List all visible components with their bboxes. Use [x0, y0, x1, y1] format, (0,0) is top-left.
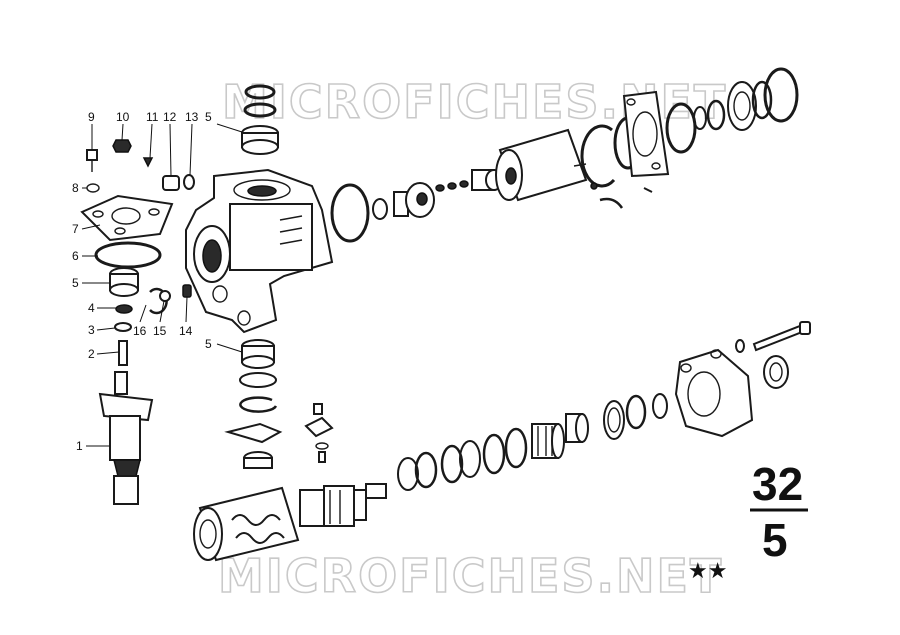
part-oring-lower-4 — [459, 440, 481, 478]
callout-5-mid: 5 — [205, 337, 212, 351]
part-9-bolt — [86, 149, 98, 172]
callout-labels: 9 10 11 12 13 5 8 7 6 5 4 3 2 1 16 15 14… — [72, 110, 212, 453]
part-long-bolt — [752, 321, 811, 352]
part-lockplate — [224, 422, 283, 444]
part-2-pin — [118, 340, 128, 366]
callout-3: 3 — [88, 323, 95, 337]
part-13-ring — [183, 174, 195, 190]
part-5-bearing-mid — [241, 339, 275, 369]
callout-7: 7 — [72, 222, 79, 236]
part-top-ring-2 — [243, 102, 277, 118]
part-4-clip — [115, 304, 133, 314]
part-15-nipple — [159, 290, 171, 302]
part-needle-bearing — [531, 423, 565, 459]
part-oring-lower-5 — [482, 433, 506, 475]
part-bearing-upper — [727, 81, 757, 131]
callout-13: 13 — [185, 110, 199, 124]
part-8-washer — [86, 183, 100, 193]
part-end-cover-lower — [674, 348, 754, 438]
callout-10: 10 — [116, 110, 130, 124]
part-1-sector-shaft — [98, 371, 154, 505]
part-11-screw — [142, 157, 154, 168]
part-washer-lower — [735, 339, 745, 353]
callout-15: 15 — [153, 324, 167, 338]
callout-11: 11 — [146, 110, 159, 124]
group-number-top: 32 — [752, 458, 803, 510]
part-oring-lower-1 — [397, 457, 419, 491]
part-valve-nut — [393, 182, 435, 218]
part-oring-lower-2 — [414, 451, 438, 489]
part-ring-c2 — [706, 99, 726, 131]
callout-4: 4 — [88, 301, 95, 315]
part-snapring-mid — [239, 396, 278, 413]
part-14-stud — [182, 284, 192, 298]
part-piston-lower — [193, 486, 300, 562]
callout-16: 16 — [133, 324, 147, 338]
part-12-plug — [162, 175, 180, 191]
callout-6: 6 — [72, 249, 79, 263]
steering-housing — [185, 168, 334, 334]
group-number-bottom: 5 — [762, 514, 788, 566]
part-oring-e — [763, 67, 799, 123]
callout-1: 1 — [76, 439, 83, 453]
part-ring-lower-8 — [652, 393, 668, 419]
callout-2: 2 — [88, 347, 95, 361]
part-washer-a — [372, 198, 388, 220]
callout-5-left: 5 — [72, 276, 79, 290]
part-seal-lower — [763, 355, 789, 389]
watermark-bottom: MICROFICHES.NET — [218, 549, 723, 603]
part-clip-upper — [590, 182, 653, 209]
part-5-bearing-top — [241, 125, 279, 155]
part-oring-c — [665, 102, 697, 154]
leader-lines — [81, 123, 243, 447]
part-ring-lower-7 — [625, 394, 647, 430]
part-snapring-upper — [580, 124, 616, 188]
callout-5-top: 5 — [205, 110, 212, 124]
part-thrust-bearing — [603, 400, 625, 440]
part-5-bearing-left — [109, 267, 139, 297]
part-oring-lower-3 — [440, 444, 464, 484]
part-7-cover — [80, 194, 174, 242]
part-6-gasket — [94, 241, 162, 269]
part-3-ring — [114, 322, 132, 332]
group-number: 32 5 — [750, 458, 808, 566]
callout-8: 8 — [72, 181, 79, 195]
callout-9: 9 — [88, 110, 95, 124]
part-10-nut — [112, 139, 132, 153]
part-small-pin — [435, 180, 469, 192]
part-nut-mid — [243, 451, 273, 469]
part-ring-mid — [239, 372, 277, 388]
part-washer-b — [693, 106, 707, 130]
part-top-ring-1 — [244, 84, 276, 100]
callout-12: 12 — [163, 110, 177, 124]
part-ring-d — [751, 80, 773, 120]
part-oring-lower-6 — [504, 427, 528, 469]
star-rating: ★★ — [688, 559, 727, 584]
part-end-cover-upper — [622, 90, 670, 178]
part-small-stack — [304, 403, 334, 463]
part-valve-body — [299, 483, 387, 527]
callout-14: 14 — [179, 324, 193, 338]
part-piston-upper — [495, 128, 588, 202]
part-worm-nut — [565, 413, 589, 443]
part-oring-a — [330, 183, 370, 243]
